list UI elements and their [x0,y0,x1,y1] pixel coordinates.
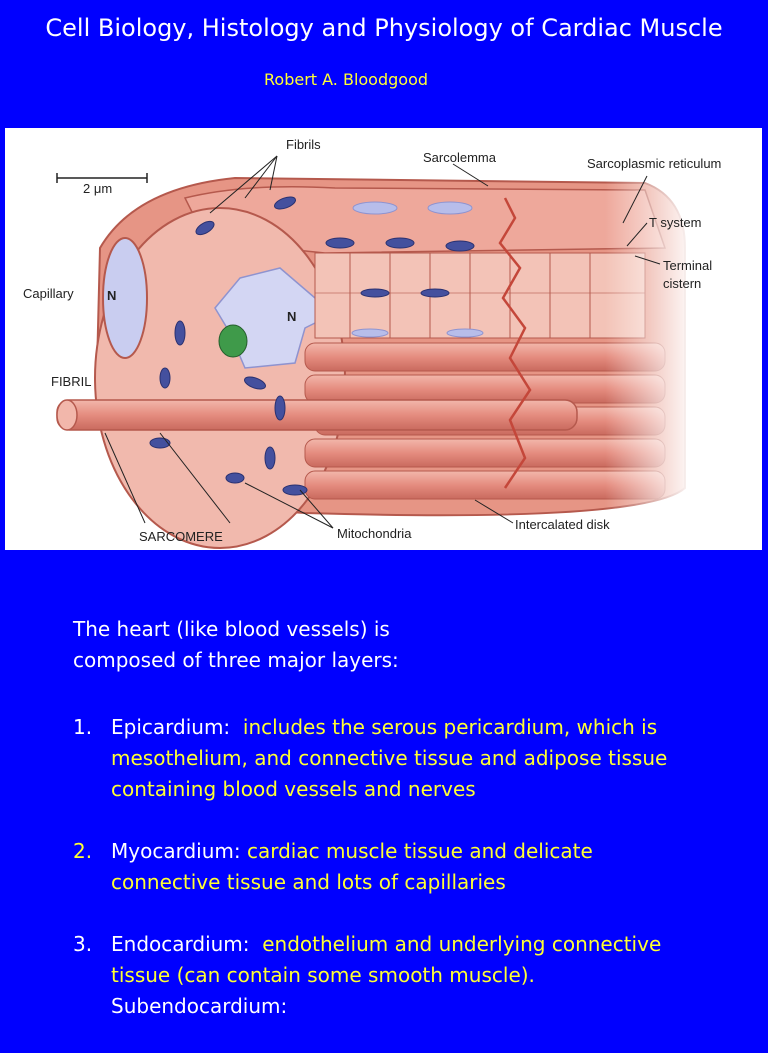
list-number: 3. [73,929,111,1022]
label-scale: 2 μm [83,181,112,196]
label-t-system: T system [649,215,702,230]
diagram-svg: Fibrils Sarcolemma Sarcoplasmic reticulu… [5,128,762,550]
label-nucleus-capillary: N [107,288,116,303]
label-fibril: FIBRIL [51,374,91,389]
protruding-fibril [57,400,577,430]
label-terminal: Terminal [663,258,712,273]
desc-line: tissue (can contain some smooth muscle). [111,960,713,991]
label-capillary: Capillary [23,286,74,301]
label-intercalated-disk: Intercalated disk [515,517,610,532]
label-sarcolemma: Sarcolemma [423,150,497,165]
cardiac-muscle-diagram: Fibrils Sarcolemma Sarcoplasmic reticulu… [5,128,762,550]
desc-line: endothelium and underlying connective [262,932,661,956]
list-item-endocardium: 3. Endocardium: endothelium and underlyi… [73,929,713,1022]
desc-line: cardiac muscle tissue and delicate [247,839,593,863]
intro-line-1: The heart (like blood vessels) is [73,614,713,645]
term-endocardium: Endocardium: [111,932,256,956]
term-myocardium: Myocardium: [111,839,247,863]
green-organelle [219,325,247,357]
intro-text: The heart (like blood vessels) is compos… [73,614,713,676]
desc-line: mesothelium, and connective tissue and a… [111,743,713,774]
list-item-epicardium: 1. Epicardium: includes the serous peric… [73,712,713,805]
label-nucleus-central: N [287,309,296,324]
label-cistern: cistern [663,276,701,291]
desc-line: includes the serous pericardium, which i… [243,715,657,739]
label-sarcomere: SARCOMERE [139,529,223,544]
desc-line: containing blood vessels and nerves [111,774,713,805]
slide-title: Cell Biology, Histology and Physiology o… [0,14,768,42]
list-item-myocardium: 2. Myocardium: cardiac muscle tissue and… [73,836,713,898]
label-mitochondria: Mitochondria [337,526,412,541]
term-subendocardium: Subendocardium: [111,991,713,1022]
slide-author: Robert A. Bloodgood [264,70,428,89]
list-number: 1. [73,712,111,805]
term-epicardium: Epicardium: [111,715,237,739]
intro-line-2: composed of three major layers: [73,645,713,676]
desc-line: connective tissue and lots of capillarie… [111,867,713,898]
label-sarcoplasmic-reticulum: Sarcoplasmic reticulum [587,156,721,171]
label-fibrils: Fibrils [286,137,321,152]
layers-list: 1. Epicardium: includes the serous peric… [73,712,713,1053]
list-number: 2. [73,836,111,898]
